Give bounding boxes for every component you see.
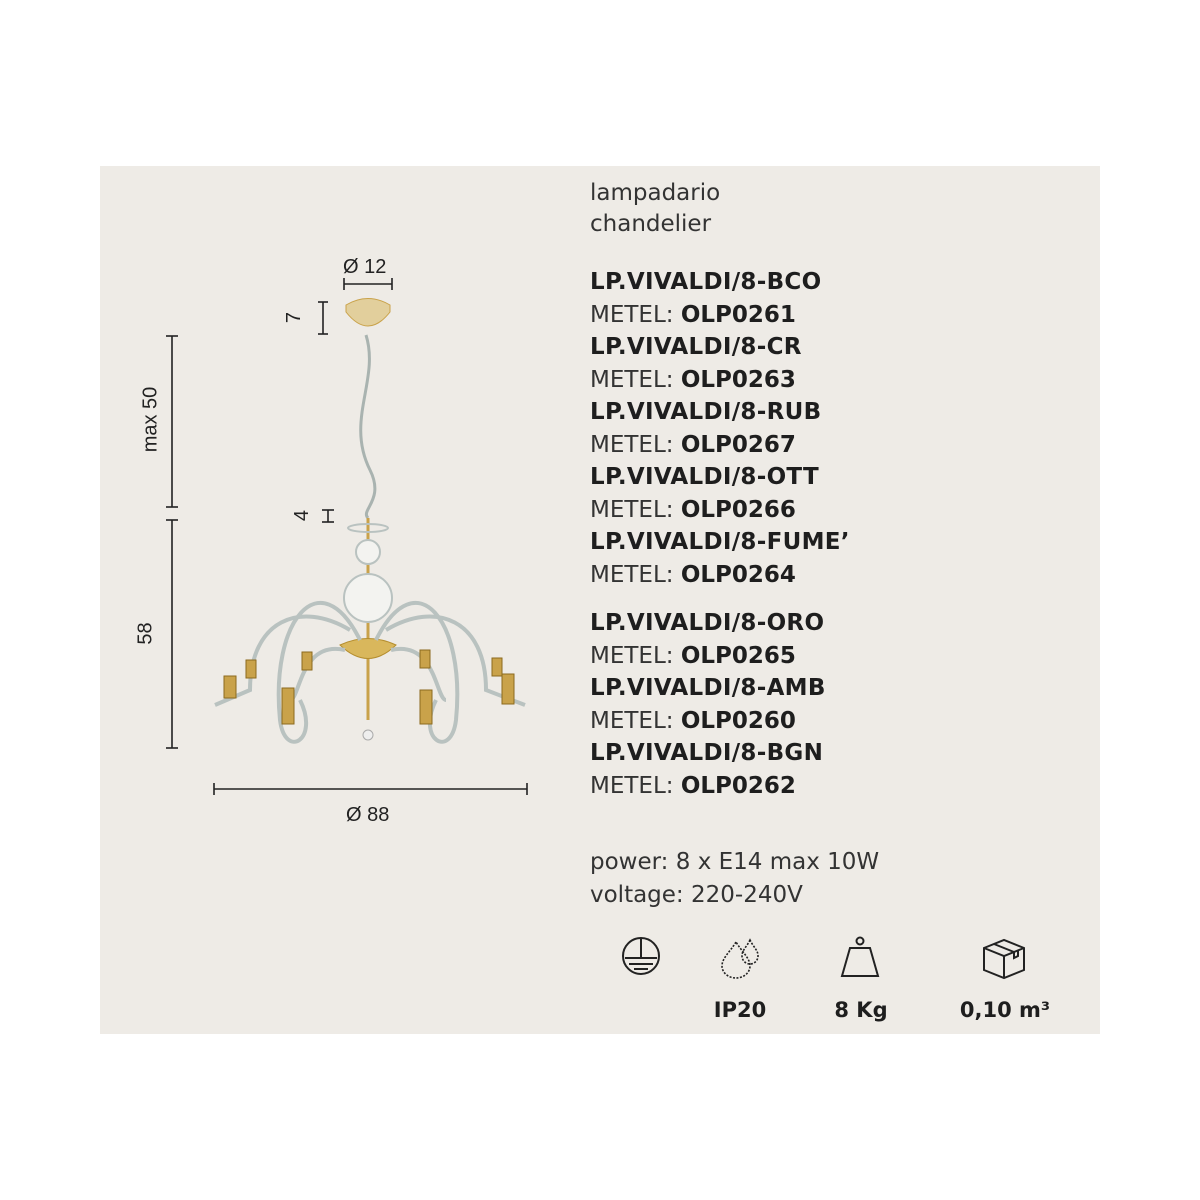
model-list: LP.VIVALDI/8-BCO METEL: OLP0261 LP.VIVAL… xyxy=(590,266,850,802)
spec-panel xyxy=(100,166,1100,1034)
volume-label: 0,10 m³ xyxy=(959,998,1051,1022)
title-italian: lampadario xyxy=(590,180,721,206)
top-part-label: 4 xyxy=(291,509,314,522)
product-title: lampadario chandelier xyxy=(590,177,720,239)
metel-code: METEL: OLP0265 xyxy=(590,642,796,669)
diameter-label: Ø 88 xyxy=(346,804,390,826)
dimension-lines xyxy=(166,278,528,795)
metel-code: METEL: OLP0267 xyxy=(590,431,796,458)
model-code: LP.VIVALDI/8-FUME’ xyxy=(590,529,850,555)
metel-code: METEL: OLP0264 xyxy=(590,561,796,588)
title-english: chandelier xyxy=(590,211,712,237)
model-code: LP.VIVALDI/8-CR xyxy=(590,334,802,360)
power-spec: power: 8 x E14 max 10W xyxy=(590,849,880,875)
cable-length-label: max 50 xyxy=(139,386,162,453)
canopy-diameter-label: Ø 12 xyxy=(343,256,387,278)
model-code: LP.VIVALDI/8-RUB xyxy=(590,399,822,425)
chandelier-illustration xyxy=(214,298,526,744)
water-drops-icon xyxy=(716,934,766,984)
electrical-specs: power: 8 x E14 max 10W voltage: 220-240V xyxy=(590,846,879,911)
earth-ground-icon xyxy=(617,934,667,984)
weight-label: 8 Kg xyxy=(834,998,888,1022)
weight-icon xyxy=(836,934,886,984)
canopy-height-label: 7 xyxy=(283,311,306,324)
model-code: LP.VIVALDI/8-BCO xyxy=(590,269,822,295)
feature-icons: IP20 8 Kg 0,10 m³ xyxy=(600,934,1080,1034)
metel-code: METEL: OLP0266 xyxy=(590,496,796,523)
metel-code: METEL: OLP0263 xyxy=(590,366,796,393)
model-code: LP.VIVALDI/8-OTT xyxy=(590,464,819,490)
model-code: LP.VIVALDI/8-ORO xyxy=(590,610,825,636)
model-code: LP.VIVALDI/8-BGN xyxy=(590,740,824,766)
body-height-label: 58 xyxy=(134,622,157,645)
box-icon xyxy=(980,934,1030,984)
metel-code: METEL: OLP0261 xyxy=(590,301,796,328)
voltage-spec: voltage: 220-240V xyxy=(590,881,803,908)
model-code: LP.VIVALDI/8-AMB xyxy=(590,675,826,701)
metel-code: METEL: OLP0262 xyxy=(590,772,796,799)
metel-code: METEL: OLP0260 xyxy=(590,707,796,734)
ip-rating-label: IP20 xyxy=(713,998,767,1022)
